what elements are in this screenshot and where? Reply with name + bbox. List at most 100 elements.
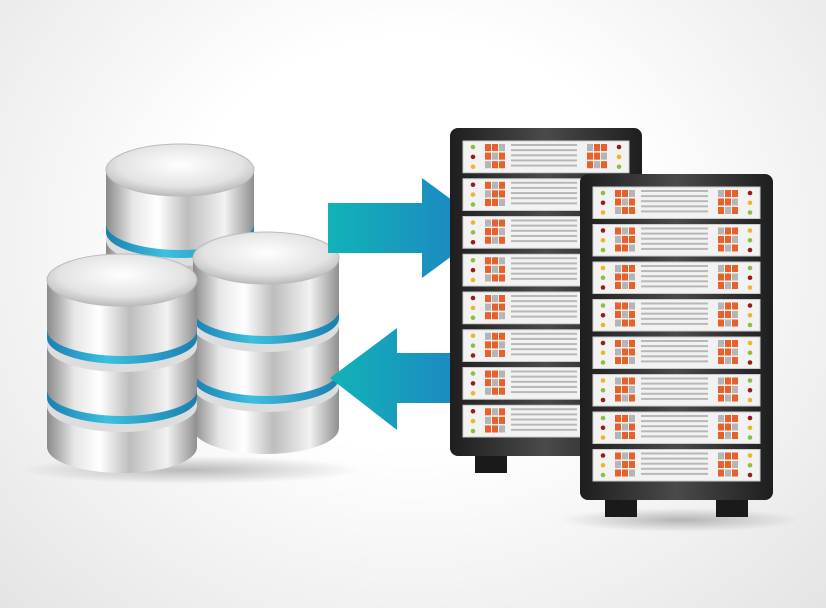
status-led xyxy=(747,435,753,440)
indicator-block xyxy=(725,452,731,460)
indicator-block xyxy=(485,219,491,227)
status-led xyxy=(470,428,476,434)
indicator-block xyxy=(732,311,738,318)
status-led xyxy=(747,425,753,431)
indicator-block xyxy=(732,340,738,347)
indicator-block xyxy=(485,379,491,387)
indicator-block xyxy=(492,408,498,416)
indicator-block xyxy=(718,340,724,347)
status-led xyxy=(747,415,753,421)
vent-line xyxy=(641,280,708,283)
vent-line xyxy=(511,149,577,152)
vent-line xyxy=(641,355,708,358)
indicator-block xyxy=(499,370,505,378)
vent-line xyxy=(511,300,577,303)
indicator-block xyxy=(725,273,731,281)
indicator-block xyxy=(718,357,724,364)
indicator-block xyxy=(622,311,628,318)
indicator-block xyxy=(492,295,498,303)
indicator-block xyxy=(615,452,621,460)
indicator-block xyxy=(629,311,635,318)
indicator-block xyxy=(485,257,491,265)
indicator-block xyxy=(622,319,628,327)
indicator-block xyxy=(601,161,607,169)
status-led xyxy=(470,144,476,150)
indicator-block xyxy=(725,469,731,477)
database-cylinder xyxy=(192,231,340,454)
database-cylinder xyxy=(46,253,198,473)
status-led xyxy=(470,220,476,225)
indicator-block xyxy=(732,319,738,327)
indicator-block xyxy=(499,181,505,189)
indicator-block xyxy=(629,265,635,272)
vent-line xyxy=(641,247,708,250)
vent-line xyxy=(641,472,708,475)
vent-line xyxy=(511,159,577,162)
indicator-block xyxy=(732,302,738,310)
vent-line xyxy=(511,267,577,270)
indicator-block xyxy=(732,377,738,385)
indicator-block xyxy=(629,461,635,468)
status-led xyxy=(470,295,476,301)
indicator-block xyxy=(492,349,498,357)
status-led xyxy=(470,202,476,207)
indicator-block xyxy=(492,312,498,320)
indicator-block xyxy=(485,181,491,189)
indicator-block xyxy=(615,394,621,402)
indicator-block xyxy=(629,357,635,364)
status-led xyxy=(600,312,606,318)
status-led xyxy=(747,340,753,346)
indicator-block xyxy=(725,311,731,318)
vent-line xyxy=(641,312,708,315)
indicator-block xyxy=(718,377,724,385)
status-led xyxy=(600,397,606,403)
indicator-block xyxy=(629,273,635,281)
indicator-block xyxy=(718,282,724,289)
vent-line xyxy=(511,337,577,340)
indicator-block xyxy=(732,190,738,197)
status-led xyxy=(747,322,753,328)
indicator-block xyxy=(499,341,505,349)
status-led xyxy=(747,312,753,318)
status-led xyxy=(747,378,753,383)
indicator-block xyxy=(718,319,724,327)
rack-foot xyxy=(716,495,748,517)
status-led xyxy=(747,190,753,196)
status-led xyxy=(747,265,753,271)
indicator-block xyxy=(629,386,635,393)
indicator-block xyxy=(499,190,505,198)
vent-line xyxy=(641,340,708,342)
vent-line xyxy=(641,397,708,400)
status-led xyxy=(600,425,606,431)
indicator-block xyxy=(499,236,505,244)
vent-line xyxy=(641,392,708,395)
indicator-block xyxy=(725,377,731,385)
vent-line xyxy=(641,382,708,385)
vent-line xyxy=(511,375,577,378)
status-led xyxy=(470,390,476,396)
indicator-block xyxy=(725,207,731,214)
indicator-block xyxy=(615,282,621,289)
indicator-block xyxy=(622,236,628,243)
indicator-block xyxy=(499,274,505,282)
vent-line xyxy=(511,343,577,346)
indicator-block xyxy=(725,423,731,431)
indicator-block xyxy=(499,312,505,320)
vent-line xyxy=(641,270,708,273)
indicator-block xyxy=(499,332,505,340)
status-led xyxy=(747,247,753,253)
indicator-block xyxy=(622,452,628,460)
indicator-block xyxy=(718,423,724,431)
indicator-block xyxy=(718,302,724,310)
indicator-block xyxy=(718,244,724,252)
status-led xyxy=(600,378,606,383)
indicator-block xyxy=(725,190,731,197)
indicator-block xyxy=(499,152,505,160)
indicator-block xyxy=(622,386,628,393)
cylinder-body xyxy=(193,258,339,454)
indicator-block xyxy=(718,227,724,235)
vent-line xyxy=(511,315,577,318)
indicator-block xyxy=(725,432,731,439)
vent-line xyxy=(511,277,577,280)
indicator-block xyxy=(725,394,731,402)
